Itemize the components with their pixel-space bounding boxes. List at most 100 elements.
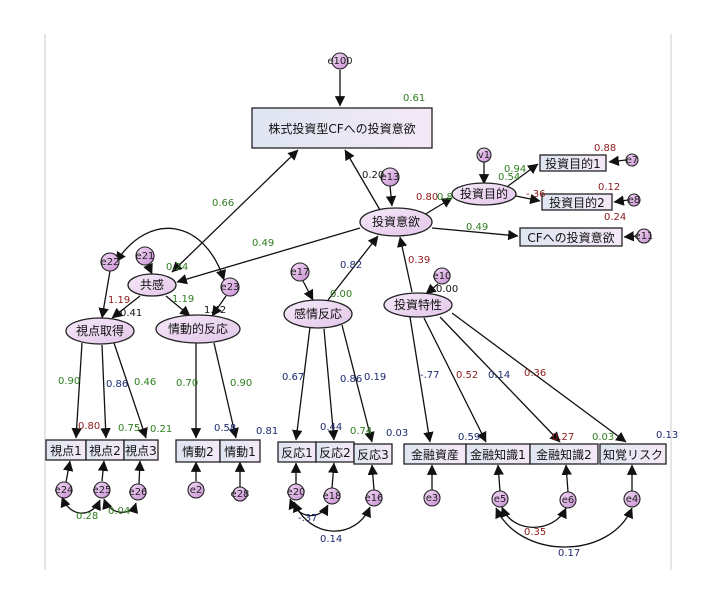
edges (60, 70, 639, 548)
coef-label: 0.75 (118, 423, 140, 434)
svg-text:e23: e23 (221, 282, 240, 293)
svg-text:e16: e16 (365, 493, 384, 504)
error-e100: e100 (327, 52, 353, 70)
coef-label: 0.54 (498, 172, 520, 183)
error-v1: v1 (476, 147, 492, 163)
svg-text:視点3: 視点3 (125, 443, 157, 458)
coef-label: 0.00 (330, 289, 352, 300)
svg-text:視点取得: 視点取得 (76, 323, 124, 338)
svg-text:反応2: 反応2 (319, 446, 351, 460)
node-tokusei: 投資特性 (383, 292, 453, 318)
svg-text:共感: 共感 (140, 277, 164, 292)
svg-text:e11: e11 (635, 231, 654, 242)
coef-label: 1.19 (172, 294, 194, 305)
node-k2: 金融知識1 (465, 443, 531, 465)
error-e21: e21 (135, 246, 155, 266)
svg-text:反応1: 反応1 (281, 446, 313, 460)
node-jodou: 情動的反応 (155, 314, 241, 344)
svg-text:e6: e6 (562, 495, 575, 506)
coef-label: 0.58 (214, 423, 236, 434)
svg-text:e8: e8 (628, 195, 641, 206)
svg-text:CFへの投資意欲: CFへの投資意欲 (527, 230, 614, 245)
coef-label: 0.82 (340, 260, 362, 271)
node-h2: 反応2 (315, 441, 355, 463)
svg-text:金融知識1: 金融知識1 (470, 447, 526, 462)
coef-label: 0.80 (78, 421, 100, 432)
node-cf: CFへの投資意欲 (519, 227, 623, 247)
coef-label: 0.24 (604, 212, 626, 223)
coef-label: 0.74 (350, 426, 372, 437)
coef-label: 0.66 (212, 198, 234, 209)
coef-label: 0.28 (76, 511, 98, 522)
svg-text:e18: e18 (323, 491, 342, 502)
svg-text:e21: e21 (136, 251, 155, 262)
coef-label: 0.36 (524, 368, 546, 379)
svg-text:e22: e22 (101, 257, 120, 268)
node-intent: 投資意欲 (359, 207, 433, 237)
node-j2: 情動2 (175, 439, 221, 463)
node-s1: 視点1 (45, 439, 87, 461)
coef-label: 0.19 (364, 372, 386, 383)
svg-text:知覚リスク: 知覚リスク (603, 448, 663, 462)
coef-label: 0.61 (403, 93, 425, 104)
svg-text:視点2: 視点2 (89, 443, 121, 458)
node-shiten: 視点取得 (65, 317, 135, 345)
svg-text:e20: e20 (287, 487, 306, 498)
coef-label: 0.00 (436, 284, 458, 295)
error-e4: e4 (623, 490, 641, 508)
error-e3: e3 (423, 489, 441, 507)
error-e25: e25 (93, 481, 112, 499)
svg-text:e25: e25 (93, 485, 112, 496)
error-e17: e17 (290, 262, 310, 282)
coef-label: 0.94 (504, 164, 526, 175)
nodes: 株式投資型CFへの投資意欲 投資目的1 投資目的2 CFへの投資意欲 視点1 視… (45, 52, 667, 509)
svg-text:e4: e4 (626, 494, 639, 505)
svg-text:反応3: 反応3 (357, 448, 389, 462)
node-target: 株式投資型CFへの投資意欲 (251, 107, 433, 149)
svg-text:e24: e24 (55, 485, 74, 496)
error-e2: e2 (187, 481, 205, 499)
svg-text:e3: e3 (426, 493, 439, 504)
svg-text:株式投資型CFへの投資意欲: 株式投資型CFへの投資意欲 (268, 121, 415, 136)
svg-text:視点1: 視点1 (50, 443, 82, 458)
node-kyokan: 共感 (127, 273, 177, 297)
svg-text:e7: e7 (626, 155, 639, 166)
coef-label: -.77 (420, 370, 440, 381)
coef-label: 0.80 (416, 192, 438, 203)
node-k4: 知覚リスク (599, 443, 667, 465)
coef-label: 0.59 (458, 432, 480, 443)
node-h1: 反応1 (277, 441, 317, 463)
error-e22: e22 (100, 252, 120, 272)
coef-label: 0.49 (466, 222, 488, 233)
svg-text:金融資産: 金融資産 (411, 447, 459, 462)
error-e23: e23 (220, 277, 240, 297)
right-frame-line (670, 34, 672, 570)
node-kanjo: 感情反応 (283, 299, 353, 329)
coef-label: 0.14 (488, 370, 510, 381)
svg-text:情動2: 情動2 (182, 445, 214, 459)
svg-text:e13: e13 (381, 172, 400, 183)
node-goal: 投資目的 (451, 182, 517, 206)
error-e5: e5 (491, 490, 509, 508)
coef-label: 0.88 (594, 143, 616, 154)
error-e20: e20 (287, 483, 306, 501)
coef-label: 0.46 (134, 377, 156, 388)
svg-text:v1: v1 (478, 150, 490, 161)
node-goal2: 投資目的2 (541, 193, 613, 211)
error-e8: e8 (627, 193, 641, 207)
svg-text:投資特性: 投資特性 (394, 297, 442, 312)
svg-text:投資目的2: 投資目的2 (549, 195, 605, 210)
coef-label: 0.12 (598, 182, 620, 193)
node-k1: 金融資産 (403, 443, 467, 465)
coef-label: 0.17 (558, 548, 580, 559)
svg-text:e100: e100 (327, 56, 352, 67)
coef-label: -.37 (298, 513, 318, 524)
svg-text:投資意欲: 投資意欲 (372, 214, 420, 229)
error-e10: e10 (433, 267, 451, 285)
coef-label: 0.44 (320, 422, 342, 433)
coef-label: 0.13 (656, 430, 678, 441)
left-frame-line (44, 34, 46, 570)
svg-text:投資目的: 投資目的 (460, 186, 508, 201)
coef-label: 0.24 (166, 262, 188, 273)
